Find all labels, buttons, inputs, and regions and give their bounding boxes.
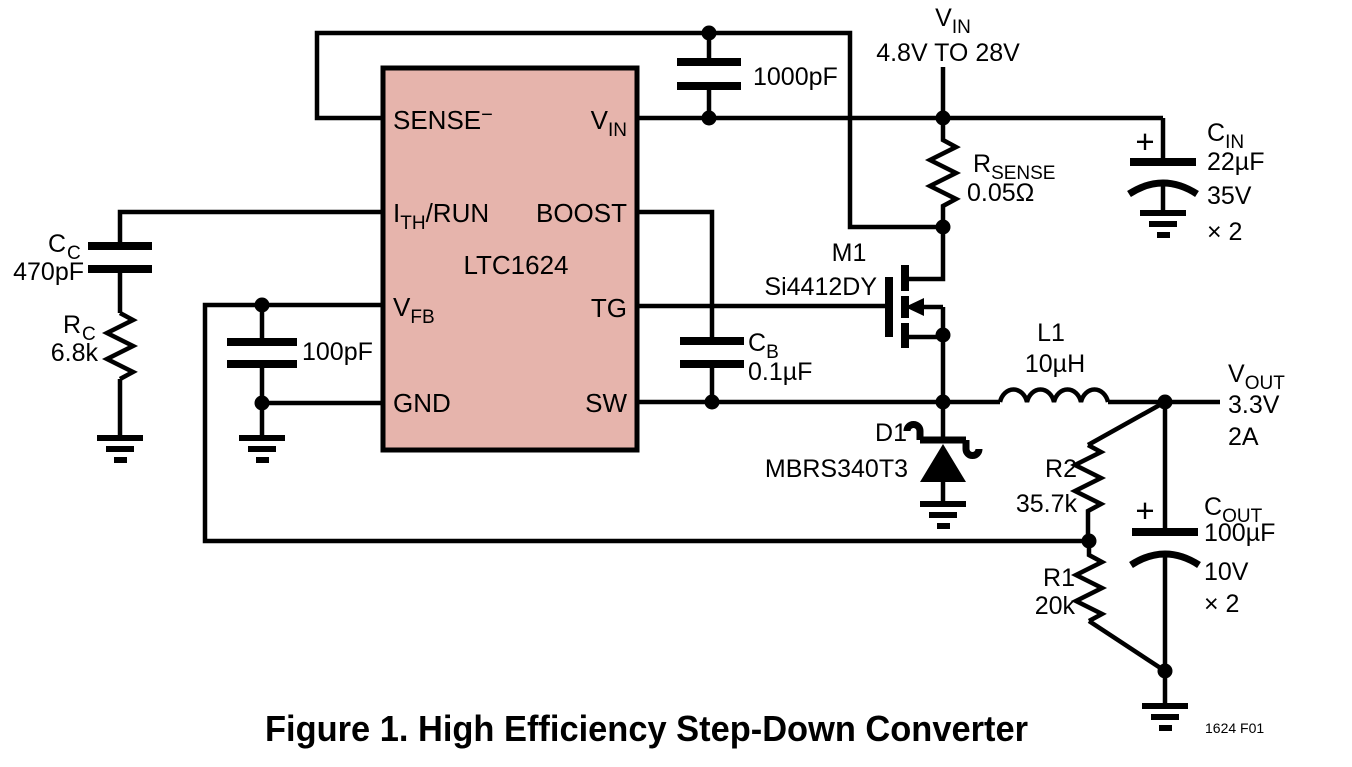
- cin-qty: × 2: [1207, 218, 1242, 246]
- cout-value: 100µF: [1204, 519, 1275, 547]
- ic-ltc1624: LTC1624 SENSE− ITH/RUN VFB GND VIN BOOST…: [380, 65, 640, 453]
- rsense-body: [924, 118, 962, 227]
- r2-body: [1069, 443, 1107, 541]
- rsense-name: RSENSE: [973, 150, 1055, 184]
- inductor-l1: L1 10µH: [997, 319, 1111, 403]
- pin-ith-run: ITH/RUN: [393, 198, 489, 234]
- junction-dot: [254, 297, 270, 313]
- junction-dot: [935, 110, 951, 126]
- l1-ref: L1: [1037, 319, 1065, 347]
- wires: [117, 30, 1220, 544]
- rc-name-sub: C: [82, 324, 96, 345]
- junction-dot: [704, 394, 720, 410]
- m1-part: Si4412DY: [764, 273, 877, 301]
- junction-dot: [701, 25, 717, 41]
- cb-value: 0.1µF: [748, 358, 812, 386]
- r2-ref: R2: [1045, 455, 1077, 483]
- junction-dot: [935, 219, 951, 235]
- rc-name: R: [63, 311, 81, 339]
- r2-value: 35.7k: [1016, 490, 1078, 518]
- pin-sense-minus: SENSE−: [393, 104, 493, 135]
- r1-value: 20k: [1035, 592, 1076, 620]
- cin-name: CIN: [1207, 119, 1244, 153]
- mosfet-m1: M1 Si4412DY: [764, 227, 946, 402]
- c100-value: 100pF: [302, 338, 373, 366]
- d1-ref: D1: [875, 419, 907, 447]
- junction-dots: [254, 25, 1173, 679]
- rc-value: 6.8k: [51, 339, 99, 367]
- l1-coils: [997, 387, 1111, 403]
- boost-wire: [637, 209, 715, 338]
- junction-dot: [701, 110, 717, 126]
- cout-qty: × 2: [1204, 590, 1239, 618]
- junction-dot: [935, 327, 951, 343]
- l1-value: 10µH: [1025, 350, 1085, 378]
- cin-plate-curved: [1127, 179, 1199, 197]
- d1-triangle: [920, 444, 966, 482]
- m1-drain-lead: [908, 227, 946, 282]
- cin-value: 22µF: [1207, 148, 1264, 176]
- pin-vin: VIN: [591, 105, 627, 141]
- pin-tg: TG: [591, 293, 627, 323]
- vout-name: VOUT: [1228, 360, 1285, 394]
- pin-sw: SW: [585, 388, 627, 418]
- r2-top-diagonal: [1086, 400, 1167, 447]
- cout-polarity: +: [1135, 492, 1154, 529]
- pin-boost: BOOST: [536, 198, 627, 228]
- resistor-rsense: RSENSE 0.05Ω: [924, 118, 1055, 227]
- ic-body: [380, 65, 640, 453]
- cc-name: C: [48, 230, 66, 258]
- figure-caption: Figure 1. High Efficiency Step-Down Conv…: [265, 708, 1028, 749]
- capacitor-1000pf: 1000pF: [677, 33, 838, 118]
- cout-name: COUT: [1204, 493, 1263, 527]
- junction-dot: [254, 395, 270, 411]
- vout-volts: 3.3V: [1228, 391, 1280, 419]
- junction-dot: [935, 394, 951, 410]
- rc-body: [101, 311, 139, 381]
- resistor-r1: R1 20k: [1035, 541, 1167, 673]
- figure-ref: 1624 F01: [1205, 720, 1264, 736]
- capacitor-100pf: 100pF: [227, 305, 373, 463]
- cin-rating: 35V: [1207, 182, 1252, 210]
- pin-vfb: VFB: [393, 292, 435, 328]
- r1-ref: R1: [1043, 564, 1075, 592]
- m1-body-arrow: [905, 298, 924, 316]
- d1-schottky-hook-right: [962, 440, 983, 459]
- junction-dot: [1157, 663, 1173, 679]
- vin-supply-name: VIN: [935, 4, 971, 38]
- vin-supply-range: 4.8V TO 28V: [876, 39, 1020, 67]
- vin-supply-label: VIN 4.8V TO 28V: [876, 4, 1020, 67]
- pin-gnd: GND: [393, 388, 451, 418]
- r1-body: [1070, 541, 1108, 623]
- capacitor-cc: C C 470pF: [13, 230, 152, 313]
- resistor-rc: R C 6.8k: [51, 311, 143, 463]
- cout-rating: 10V: [1204, 558, 1249, 586]
- r1-bottom-diagonal: [1087, 619, 1167, 673]
- d1-schottky-hook-left: [903, 421, 924, 440]
- junction-dot: [1157, 394, 1173, 410]
- cin-polarity: +: [1135, 123, 1154, 160]
- resistor-r2: R2 35.7k: [1016, 400, 1167, 541]
- cout-plate-curved: [1129, 550, 1201, 568]
- cc-name-sub: C: [67, 243, 81, 264]
- capacitor-cin: + CIN 22µF 35V × 2: [1127, 118, 1264, 246]
- vout-amps: 2A: [1228, 423, 1259, 451]
- vout-label: VOUT 3.3V 2A: [1228, 360, 1285, 451]
- m1-ref: M1: [832, 239, 867, 267]
- capacitor-cb: CB 0.1µF: [680, 329, 812, 402]
- junction-dot: [1081, 533, 1097, 549]
- capacitor-cout: + COUT 100µF 10V × 2: [1129, 402, 1275, 731]
- ic-part-label: LTC1624: [463, 250, 568, 280]
- diode-d1: D1 MBRS340T3: [765, 402, 983, 529]
- vfb-feedback-trace: [202, 302, 1089, 544]
- ith-wire: [117, 209, 385, 242]
- sense-minus-trace: [314, 30, 943, 230]
- cc-value: 470pF: [13, 258, 84, 286]
- cb-name: CB: [748, 329, 779, 363]
- rsense-value: 0.05Ω: [967, 179, 1034, 207]
- d1-part: MBRS340T3: [765, 455, 908, 483]
- c-filter-value: 1000pF: [753, 63, 838, 91]
